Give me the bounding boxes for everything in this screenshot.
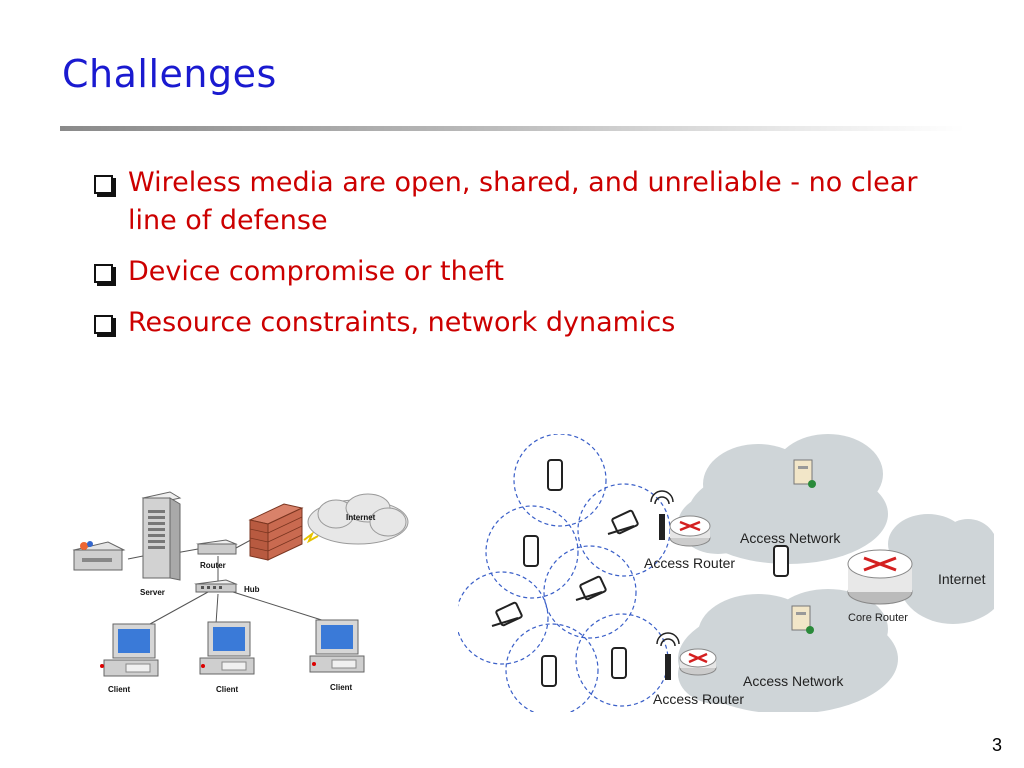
server-label: Server <box>140 588 165 597</box>
server-icon <box>141 491 182 581</box>
server-icon-bottom <box>791 605 814 634</box>
access-router-icon-top <box>669 515 711 547</box>
bullet-text: Wireless media are open, shared, and unr… <box>128 167 918 236</box>
wireless-network-diagram: Access Router Access Router Core Router … <box>458 434 994 712</box>
access-point-icon-top <box>650 490 674 540</box>
printer-icon <box>72 541 126 571</box>
checkbox-bullet-icon <box>94 175 113 194</box>
lightning-icon <box>303 530 319 544</box>
checkbox-bullet-icon <box>94 264 113 283</box>
access-network-label-top: Access Network <box>740 530 841 546</box>
access-network-label-bottom: Access Network <box>743 673 844 689</box>
bullet-item-resource-constraints: Resource constraints, network dynamics <box>92 304 942 342</box>
router-label: Router <box>200 561 226 570</box>
access-point-icon-bottom <box>656 632 680 680</box>
hub-label: Hub <box>244 585 260 594</box>
phone-icon <box>611 647 627 679</box>
slide-title: Challenges <box>62 52 277 96</box>
access-router-label-bottom: Access Router <box>653 691 744 707</box>
wired-links <box>127 535 329 625</box>
laptop-icon <box>575 575 607 601</box>
internet-label-right: Internet <box>938 571 986 587</box>
checkbox-bullet-icon <box>94 315 113 334</box>
bullet-list: Wireless media are open, shared, and unr… <box>92 164 942 355</box>
bullet-text: Device compromise or theft <box>128 256 504 287</box>
bullet-item-wireless-media: Wireless media are open, shared, and unr… <box>92 164 942 240</box>
internet-label: Internet <box>346 513 376 522</box>
laptop-icon <box>607 509 639 535</box>
access-network-cloud-top <box>678 434 888 564</box>
client-label: Client <box>330 683 353 692</box>
phone-icon <box>541 655 557 687</box>
bullet-text: Resource constraints, network dynamics <box>128 307 676 338</box>
client-computer-icon <box>100 623 159 677</box>
client-label: Client <box>216 685 239 694</box>
core-router-icon <box>847 549 913 605</box>
client-computer-icon <box>199 621 255 675</box>
access-router-label-top: Access Router <box>644 555 735 571</box>
laptop-icon <box>491 601 523 627</box>
server-icon-top <box>793 459 816 488</box>
phone-icon <box>523 535 539 567</box>
router-icon <box>196 539 238 555</box>
hub-icon <box>194 579 238 593</box>
access-router-icon-bottom <box>679 648 717 676</box>
firewall-icon <box>248 503 304 561</box>
internet-cloud-icon <box>307 493 409 545</box>
wired-network-diagram: Server Router Hub Internet <box>72 491 409 694</box>
wireless-devices <box>491 459 789 687</box>
client-label: Client <box>108 685 131 694</box>
title-divider <box>60 126 965 131</box>
wireless-coverage-circles <box>458 434 671 712</box>
phone-icon <box>773 545 789 577</box>
page-number: 3 <box>991 735 1002 755</box>
core-router-label: Core Router <box>848 612 908 624</box>
bullet-item-device-compromise: Device compromise or theft <box>92 253 942 291</box>
phone-icon <box>547 459 563 491</box>
client-computer-icon <box>309 619 365 673</box>
